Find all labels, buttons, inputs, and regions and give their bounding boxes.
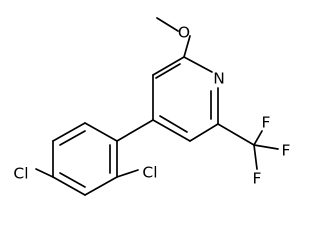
atom-label-cl-right: Cl (142, 164, 157, 182)
bond-pyridine-phenyl (116, 119, 154, 142)
bond-ph-c5-c6-inner (59, 130, 86, 146)
bond-c4-c5-inner (159, 115, 188, 133)
pyridine-ring: N (152, 56, 225, 142)
bond-ph-c5-c6 (52, 122, 86, 142)
bond-ph-c3-c4-inner (59, 172, 86, 188)
bond-c6-cf3 (217, 123, 255, 146)
bond-n-c2 (183, 56, 213, 73)
bond-c4-c5 (152, 119, 191, 142)
bond-ph-c2-cl (116, 169, 139, 178)
bond-ph-c4-cl (35, 168, 54, 178)
atom-label-o-methoxy: O (178, 24, 190, 42)
chemical-structure-diagram: O N F F F Cl Cl (13, 17, 291, 196)
bond-ph-c6-c1 (84, 122, 118, 142)
trifluoromethyl-group: F F F (217, 114, 291, 188)
bond-ph-c3-c4 (52, 176, 86, 196)
atom-label-f-right: F (282, 142, 291, 160)
bond-ph-c2-c3 (84, 176, 118, 196)
dichlorophenyl-ring: Cl Cl (13, 119, 158, 196)
bond-c5-c6 (189, 123, 219, 142)
atom-label-cl-left: Cl (13, 165, 28, 183)
bond-cf3-f-bottom (253, 144, 258, 170)
bond-cf3-f-right (253, 144, 279, 150)
bond-methyl-oxygen (156, 17, 179, 32)
bond-c2-c3 (152, 56, 185, 76)
atom-label-n-ring: N (213, 70, 225, 88)
atom-label-f-top: F (262, 114, 271, 132)
methoxy-group: O (156, 17, 191, 58)
bond-cf3-f-top (253, 130, 263, 146)
bond-oxygen-pyridine-c2 (183, 35, 191, 58)
atom-label-f-bottom: F (253, 170, 262, 188)
bond-c2-c3-inner (155, 63, 181, 79)
